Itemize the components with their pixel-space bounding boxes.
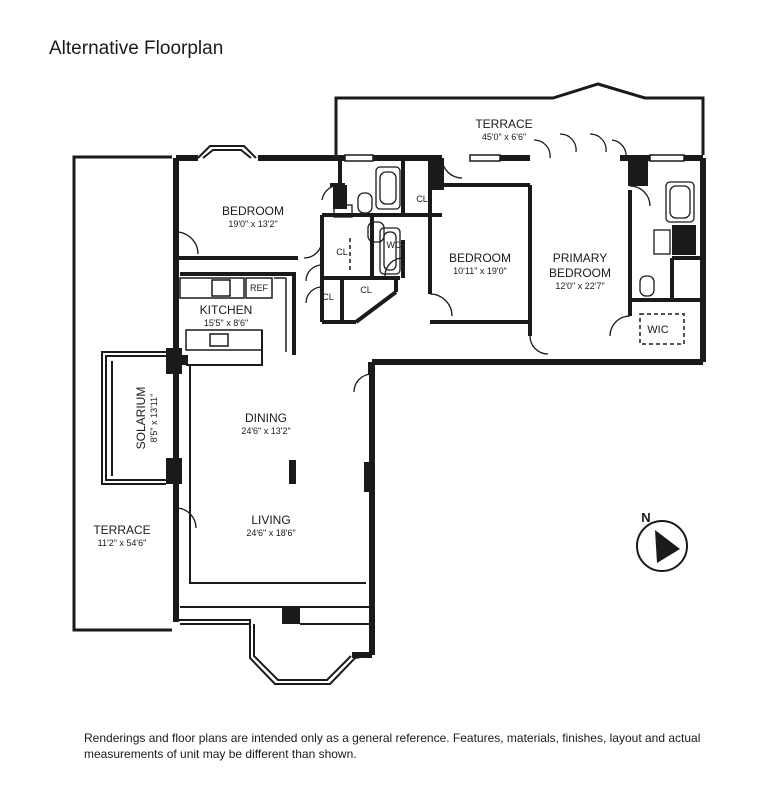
bedroom-mid-label: BEDROOM xyxy=(449,251,511,265)
compass-label: N xyxy=(641,510,650,525)
compass-arrow-icon xyxy=(655,530,680,563)
primary-bedroom-dim: 12'0" x 22'7" xyxy=(555,281,604,291)
interior-walls xyxy=(176,158,703,355)
solarium-windows xyxy=(101,351,166,485)
terrace-north-dim: 45'0" x 6'6" xyxy=(482,132,526,142)
living-dim: 24'6" x 18'6" xyxy=(246,528,295,538)
bedroom-west-dim: 19'0" x 13'2" xyxy=(228,219,277,229)
wall-fills xyxy=(166,158,696,492)
solarium-label: SOLARIUM xyxy=(134,387,148,450)
closet-tag-2: CL xyxy=(336,247,348,257)
disclaimer-text: Renderings and floor plans are intended … xyxy=(84,731,701,761)
closet-tag-1: CL xyxy=(416,194,428,204)
kitchen-dim: 15'5" x 8'6" xyxy=(204,318,248,328)
dining-label: DINING xyxy=(245,411,287,425)
exterior-walls xyxy=(173,155,706,658)
kitchen-label: KITCHEN xyxy=(200,303,253,317)
bedroom-bay-window xyxy=(197,145,257,159)
north-terrace-outline xyxy=(334,82,705,155)
bedroom-mid-dim: 10'11" x 19'0" xyxy=(453,266,507,276)
closet-dashes xyxy=(341,238,351,316)
bay-column xyxy=(282,607,300,624)
north-compass: N xyxy=(636,510,688,572)
kitchen-counters xyxy=(179,277,287,352)
west-terrace-outline xyxy=(72,155,172,632)
primary-bedroom-label-2: BEDROOM xyxy=(549,266,611,280)
page-title: Alternative Floorplan xyxy=(49,38,224,59)
dining-dim: 24'6" x 13'2" xyxy=(241,426,290,436)
door-swings xyxy=(175,133,651,529)
living-bay-window xyxy=(178,606,373,685)
closet-tag-4: CL xyxy=(360,285,372,295)
ref-tag: REF xyxy=(250,283,269,293)
wic-outline xyxy=(639,313,685,345)
living-dining-outline xyxy=(186,330,366,584)
wic-tag: WIC xyxy=(647,324,668,336)
primary-bedroom-label-1: PRIMARY xyxy=(553,251,607,265)
bedroom-west-label: BEDROOM xyxy=(222,204,284,218)
living-label: LIVING xyxy=(251,513,290,527)
terrace-west-dim: 11'2" x 54'6" xyxy=(98,538,147,548)
closet-tag-3: CL xyxy=(322,292,334,302)
solarium-dim: 8'5" x 13'11" xyxy=(149,394,159,443)
bath-fixtures xyxy=(333,166,695,297)
north-windows xyxy=(344,154,685,162)
terrace-west-label: TERRACE xyxy=(93,523,150,537)
terrace-north-label: TERRACE xyxy=(475,117,532,131)
wc-tag: WC xyxy=(387,240,402,250)
